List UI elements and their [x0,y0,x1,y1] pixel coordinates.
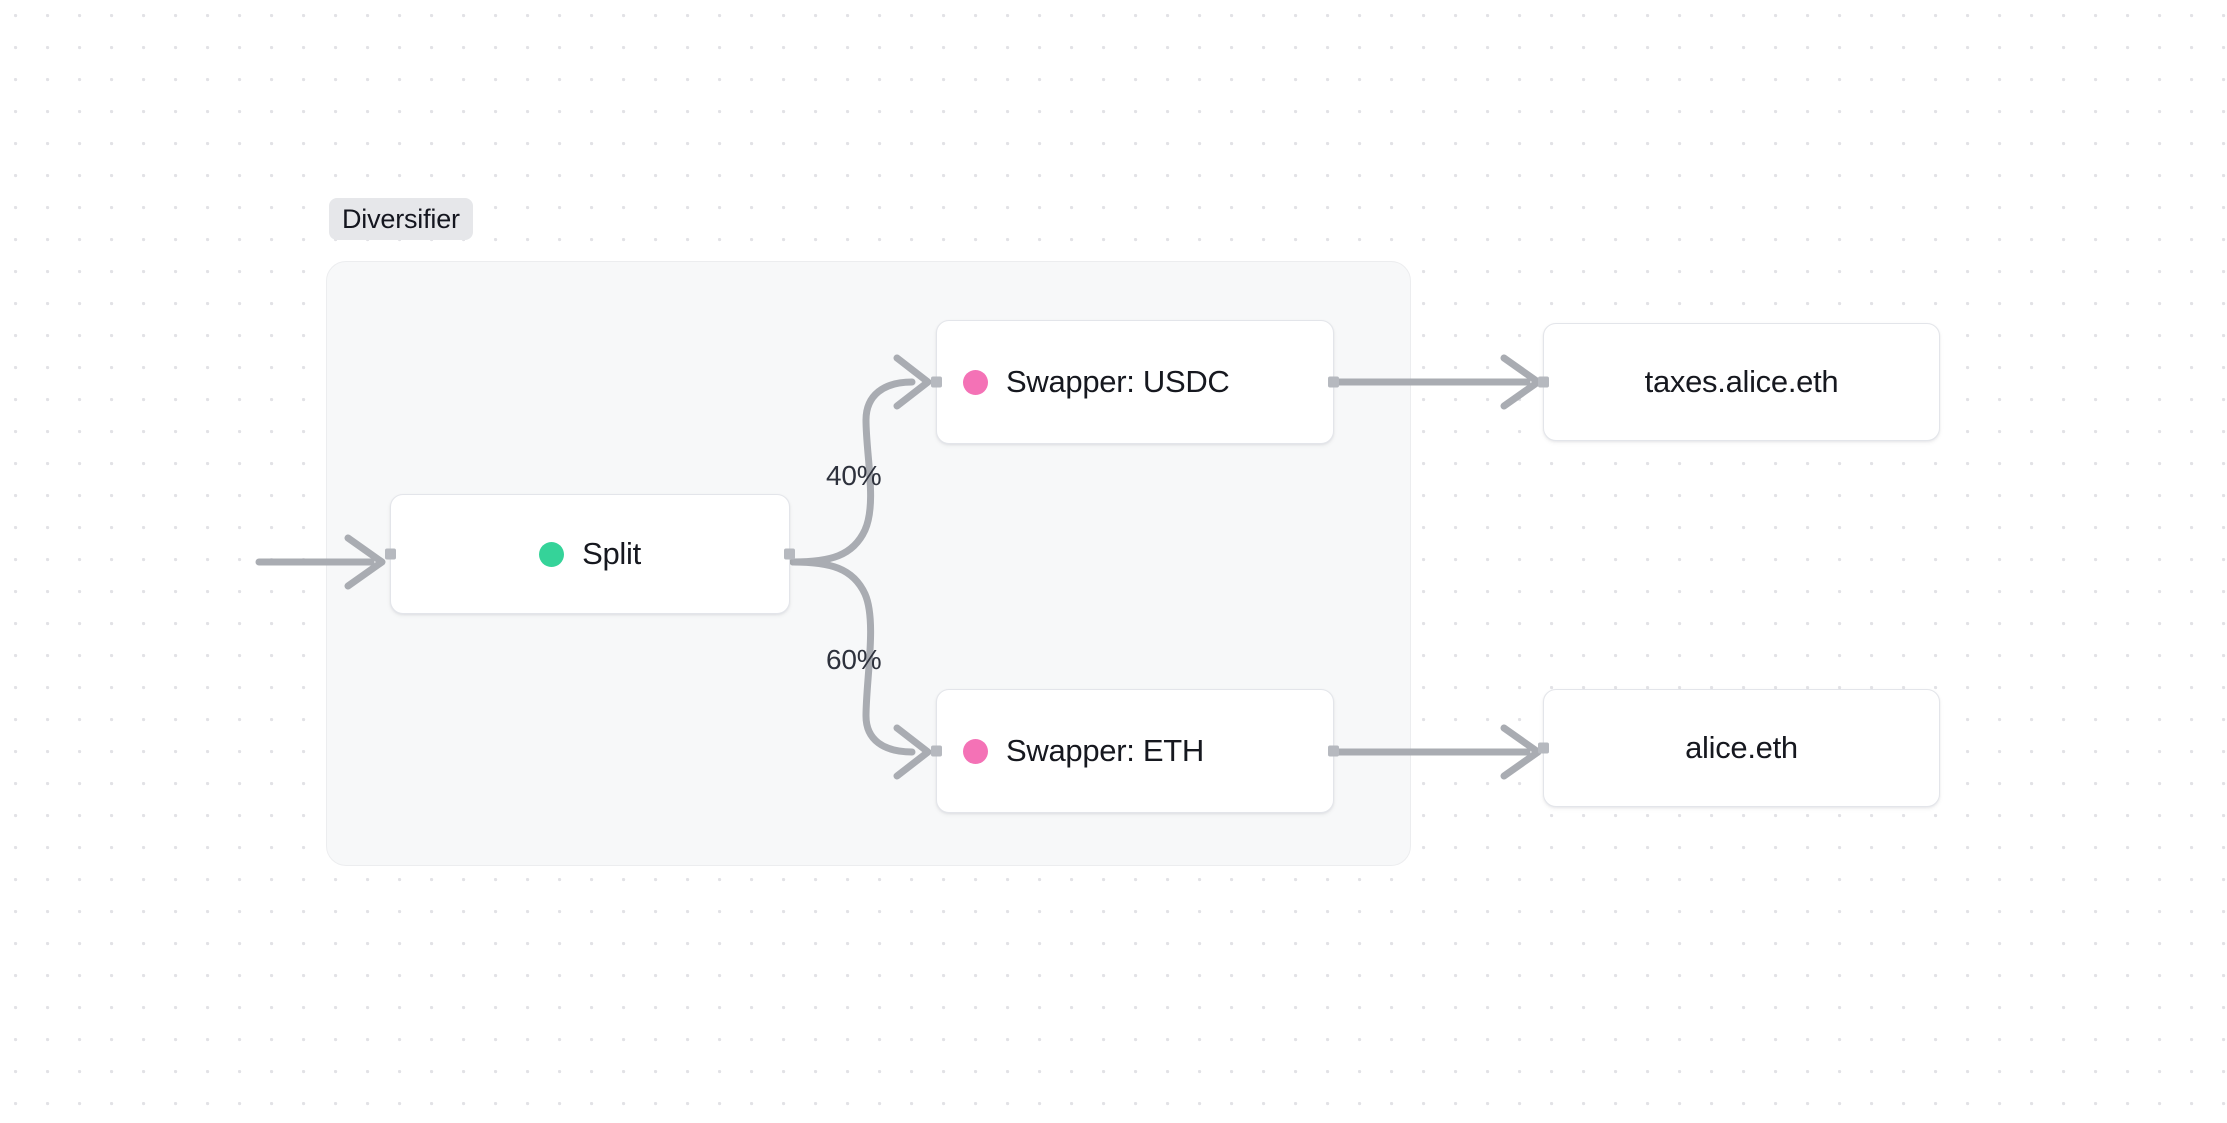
alice-eth-target-handle[interactable] [1538,742,1549,754]
swapper-eth-label: Swapper: ETH [1006,733,1204,768]
swapper-usdc-status-dot [963,369,988,395]
alice-eth-label: alice.eth [1685,730,1798,765]
swapper-usdc-label: Swapper: USDC [1006,364,1230,399]
node-taxes-alice-eth[interactable]: taxes.alice.eth [1538,323,1940,441]
edge-label-split-to-swapper-eth: 60% [826,644,882,675]
node-split[interactable]: Split [385,494,795,614]
swapper-eth-target-handle[interactable] [931,745,942,757]
group-label-badge[interactable]: Diversifier [329,198,473,240]
swapper-usdc-target-handle[interactable] [931,376,942,388]
split-status-dot [539,541,565,567]
swapper-eth-source-handle[interactable] [1328,745,1339,757]
split-target-handle[interactable] [385,548,396,560]
split-source-handle[interactable] [784,548,795,560]
swapper-usdc-source-handle[interactable] [1328,376,1339,388]
split-label: Split [582,536,641,571]
node-alice-eth[interactable]: alice.eth [1538,689,1940,807]
node-swapper-usdc[interactable]: Swapper: USDC [931,320,1339,444]
taxes-alice-eth-target-handle[interactable] [1538,376,1549,388]
edge-label-split-to-swapper-usdc: 40% [826,460,882,491]
taxes-alice-eth-label: taxes.alice.eth [1644,364,1839,399]
node-swapper-eth[interactable]: Swapper: ETH [931,689,1339,813]
swapper-eth-status-dot [963,738,988,764]
